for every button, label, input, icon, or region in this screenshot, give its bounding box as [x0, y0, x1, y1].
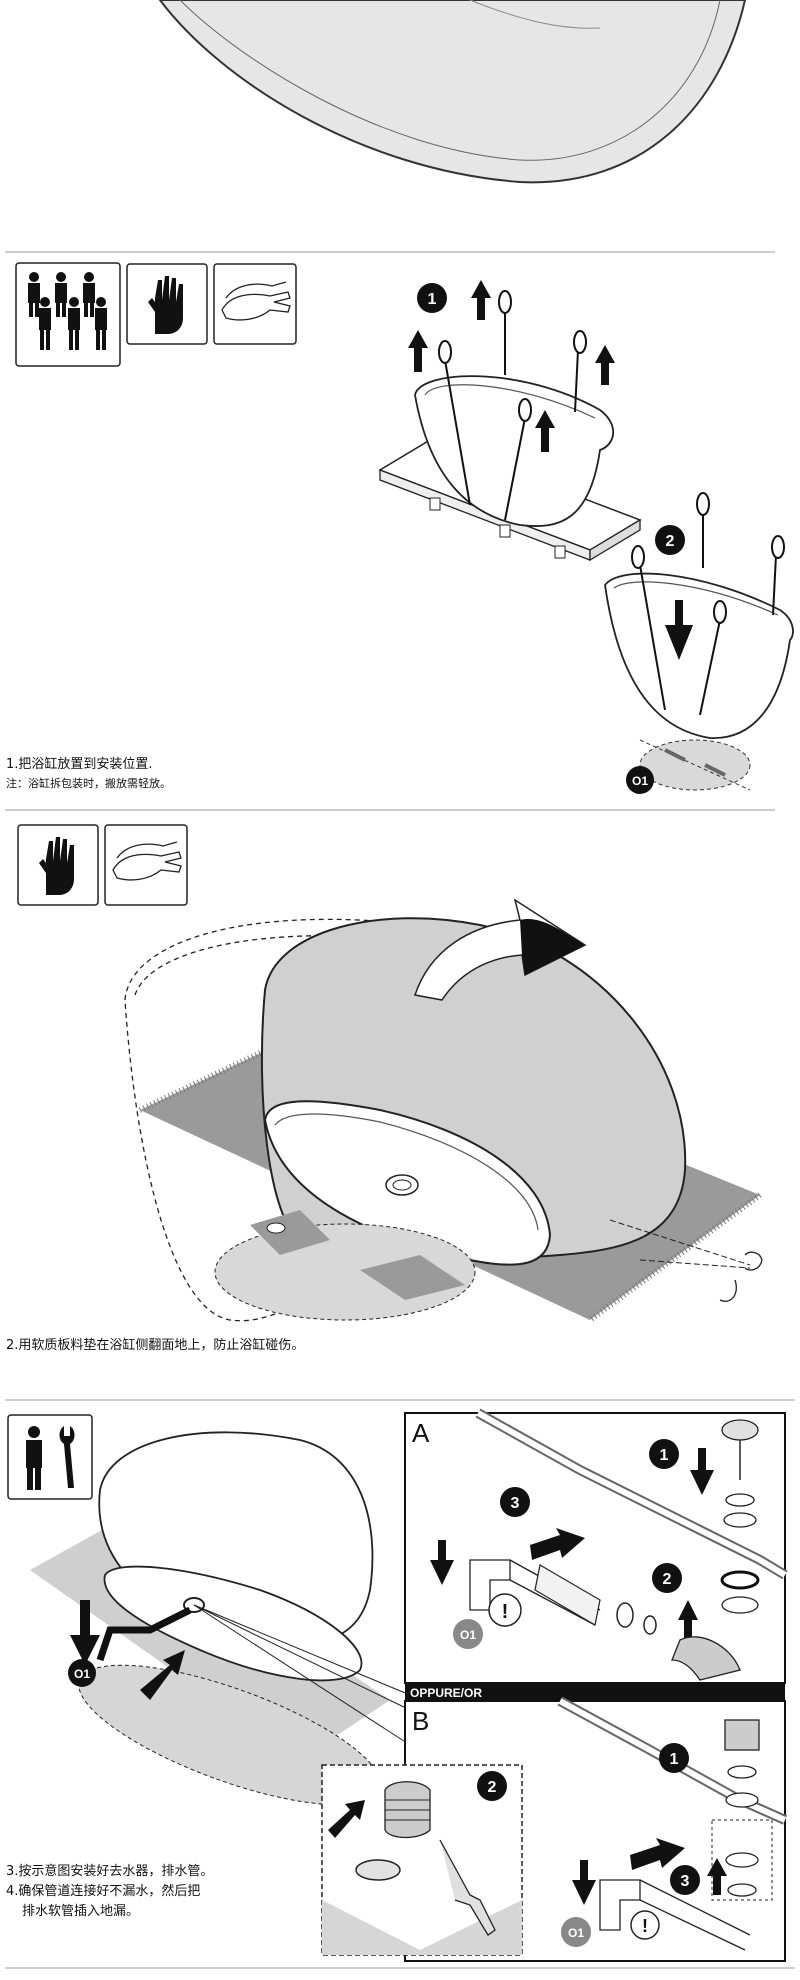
svg-text:B: B	[412, 1706, 429, 1736]
svg-text:O1: O1	[568, 1926, 584, 1940]
marker-o1-step3-left: O1	[68, 1659, 96, 1687]
svg-text:!: !	[642, 1916, 648, 1936]
svg-text:3: 3	[511, 1495, 520, 1512]
svg-text:!: !	[502, 1601, 509, 1623]
marker-1-step1: 1	[417, 283, 447, 313]
step3-caption: 3.按示意图安装好去水器，排水管。	[6, 1863, 213, 1880]
marker-o1-panel-b: O1	[561, 1917, 591, 1947]
or-separator-label: OPPURE/OR	[410, 1686, 482, 1700]
marker-2-panel-b: 2	[477, 1771, 507, 1801]
marker-2-step1: 2	[655, 525, 685, 555]
four-people-icon	[16, 263, 120, 366]
marker-3-panel-a: 3	[500, 1487, 530, 1517]
top-bathtub-illustration	[160, 0, 745, 182]
svg-text:1: 1	[670, 1751, 679, 1768]
step2-caption: 2.用软质板料垫在浴缸侧翻面地上，防止浴缸碰伤。	[6, 1337, 304, 1354]
marker-2-panel-a: 2	[652, 1563, 682, 1593]
marker-1-panel-b: 1	[659, 1743, 689, 1773]
svg-text:1: 1	[660, 1447, 669, 1464]
svg-text:O1: O1	[460, 1628, 476, 1642]
svg-text:2: 2	[666, 533, 675, 550]
svg-text:2: 2	[663, 1571, 672, 1588]
gloves-icon	[214, 264, 296, 344]
marker-1-panel-a: 1	[649, 1439, 679, 1469]
svg-text:3: 3	[681, 1873, 690, 1890]
step1-caption: 1.把浴缸放置到安装位置.	[6, 756, 153, 773]
marker-o1-panel-a: O1	[453, 1619, 483, 1649]
bathtub-lowered-illustration	[605, 493, 793, 790]
svg-text:O1: O1	[632, 774, 648, 788]
svg-text:O1: O1	[74, 1667, 90, 1681]
hand-stop-icon	[18, 825, 98, 905]
step4-caption-continued: 排水软管插入地漏。	[22, 1903, 139, 1920]
gloves-icon	[105, 825, 187, 905]
person-wrench-icon	[8, 1415, 92, 1499]
step4-caption: 4.确保管道连接好不漏水，然后把	[6, 1883, 200, 1900]
marker-3-panel-b: 3	[670, 1865, 700, 1895]
step1-note: 注：浴缸拆包装时，搬放需轻放。	[6, 775, 171, 792]
svg-text:A: A	[412, 1418, 430, 1448]
marker-o1-step1: O1	[626, 766, 654, 794]
svg-text:1: 1	[428, 291, 437, 308]
hand-stop-icon	[127, 264, 207, 344]
svg-text:2: 2	[488, 1779, 497, 1796]
